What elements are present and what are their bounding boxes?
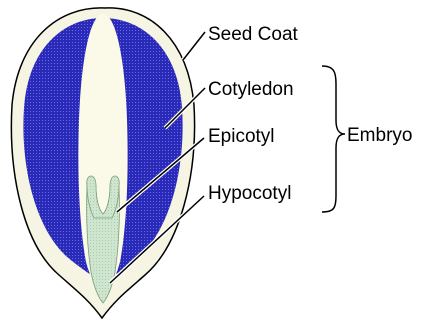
embryo-label: Embryo <box>347 125 412 146</box>
hypocotyl-label: Hypocotyl <box>208 183 291 204</box>
seed-coat-label: Seed Coat <box>208 24 299 45</box>
epicotyl-label: Epicotyl <box>208 126 275 147</box>
seed-coat-leader <box>183 32 205 60</box>
cotyledon-label: Cotyledon <box>208 79 294 100</box>
embryo-brace <box>322 66 345 212</box>
